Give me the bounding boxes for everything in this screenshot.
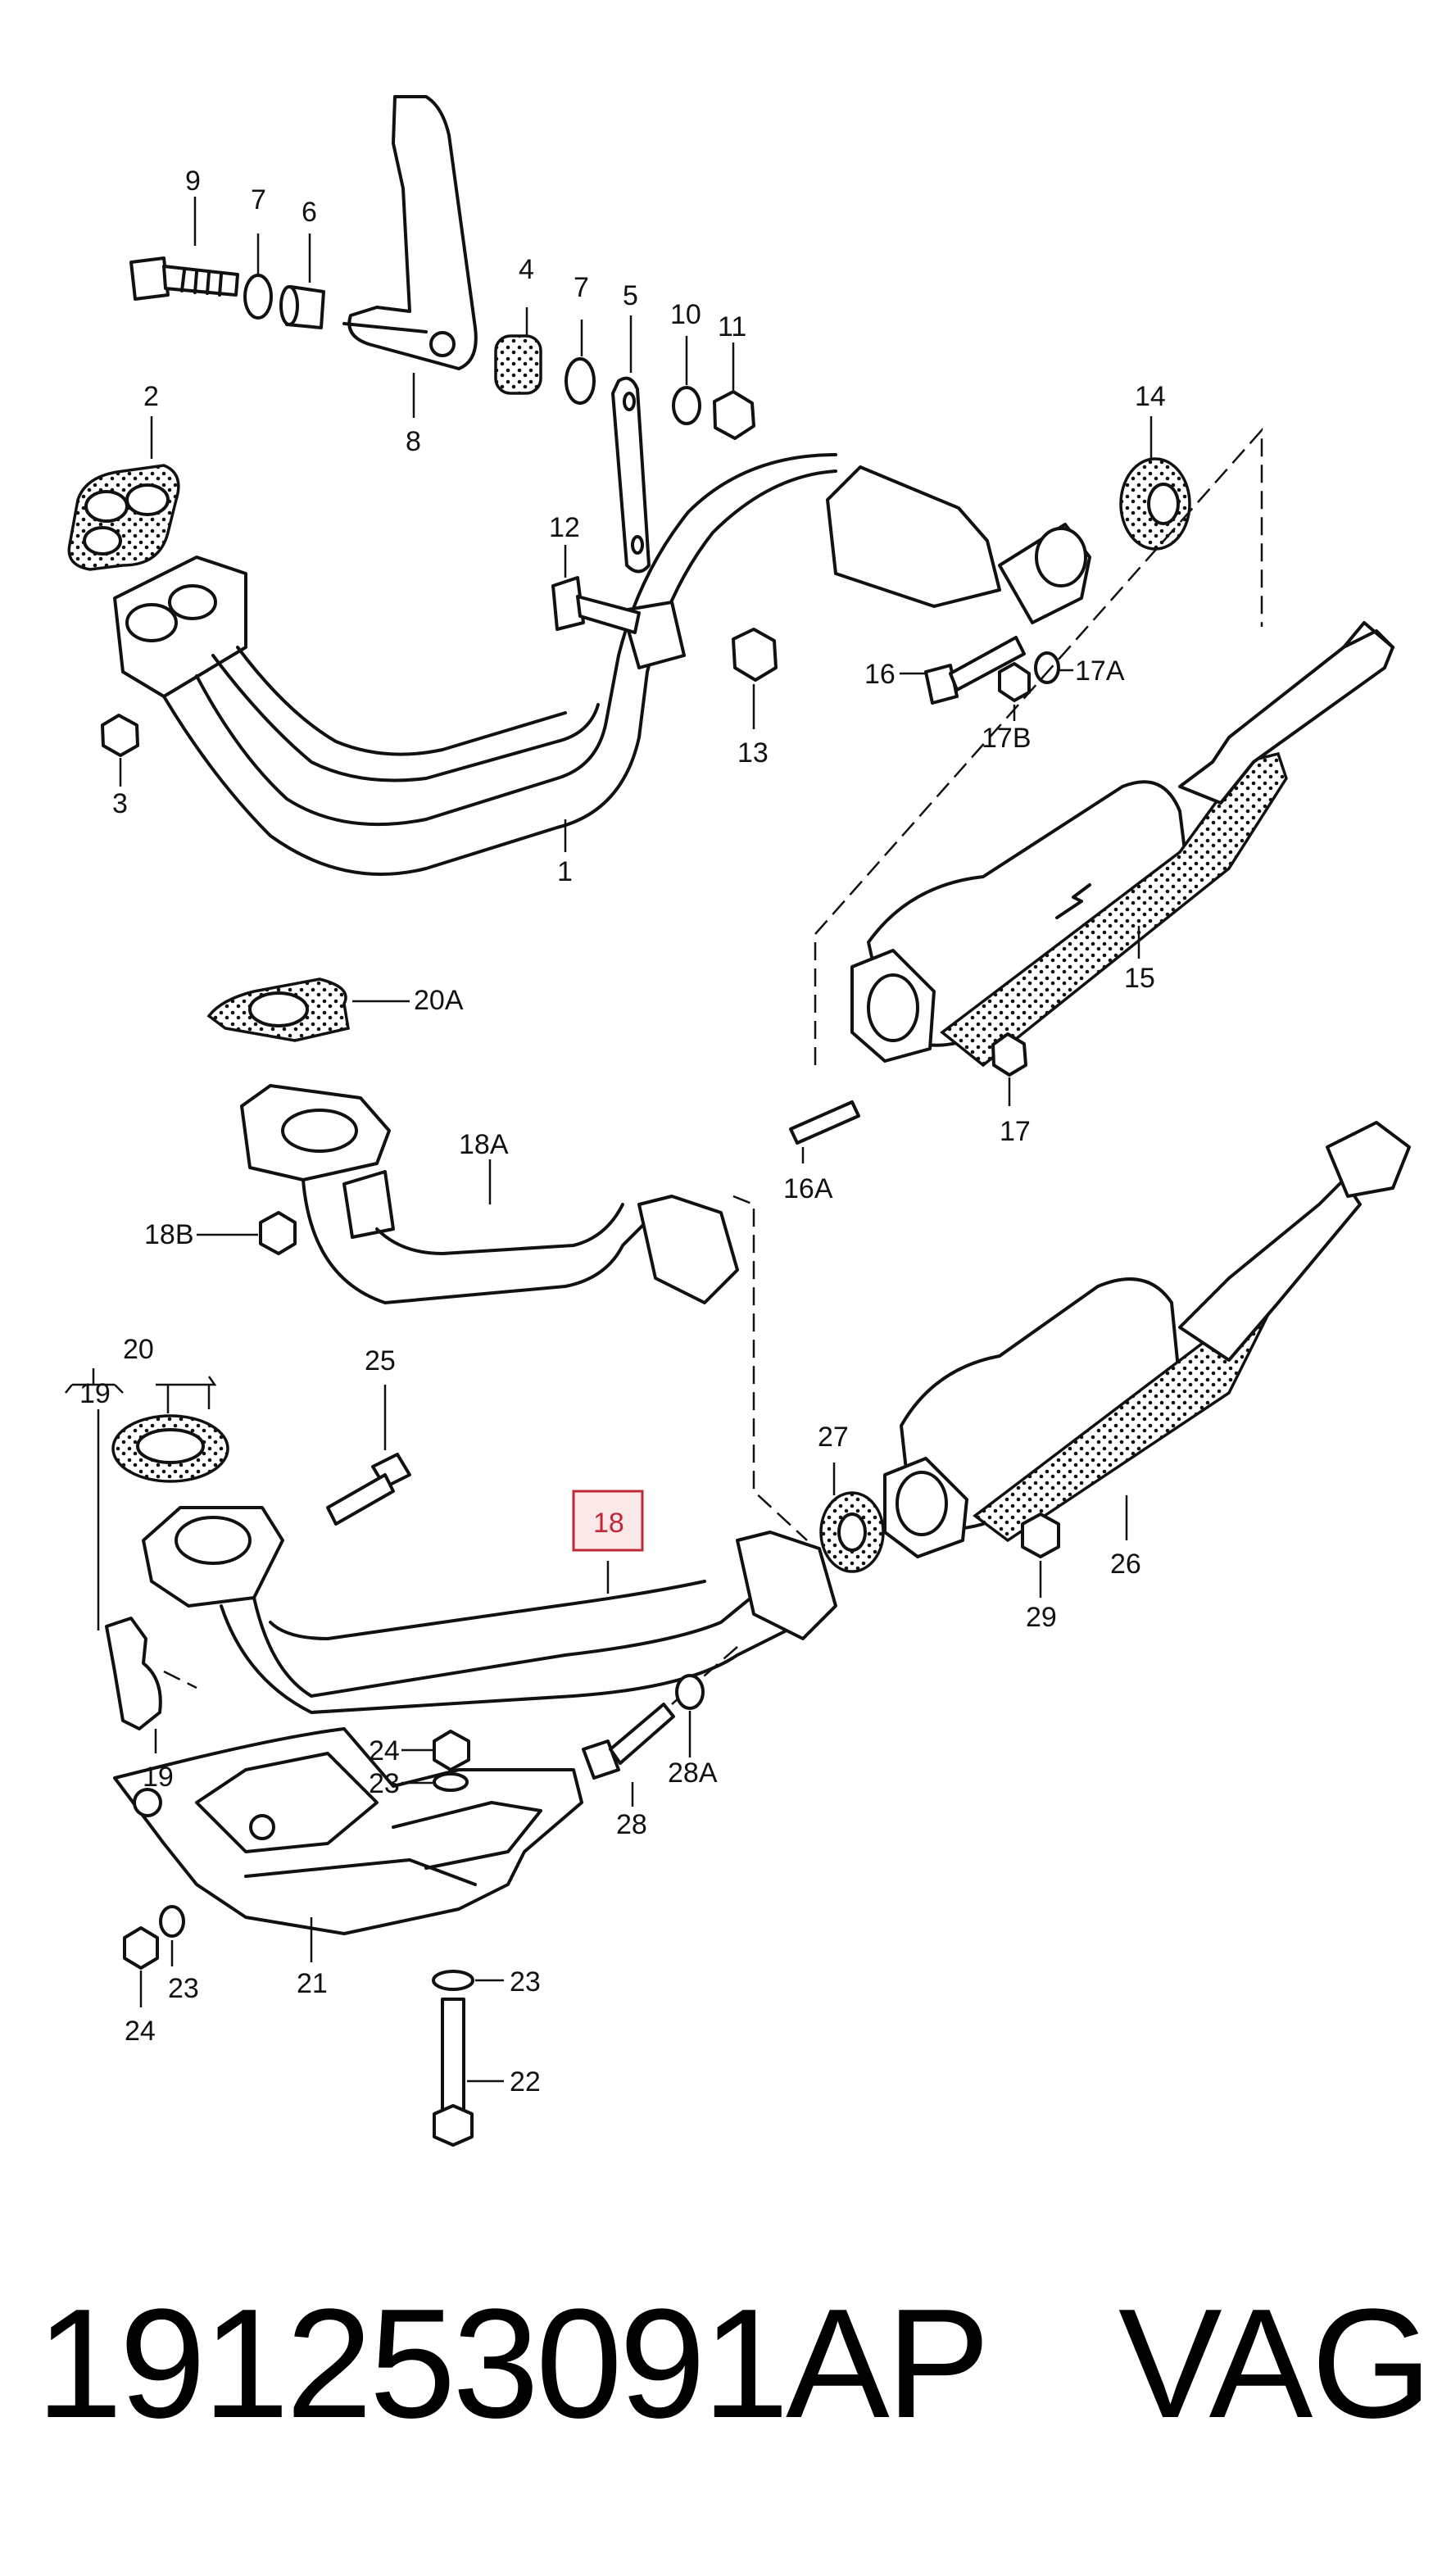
bolt-part-28 [582,1703,675,1780]
callout-6: 6 [302,197,317,228]
callout-23-left: 23 [168,1973,199,2004]
bracket-part-19 [105,1617,162,1730]
brand-name: VAG [1118,2277,1432,2451]
callout-2: 2 [143,381,159,412]
callout-18-highlight[interactable]: 18 [572,1490,644,1552]
catalytic-converter-part-15 [814,427,1394,1068]
washer-part-23-top [433,1772,469,1792]
callout-19-bottom: 19 [143,1762,174,1793]
front-pipe-part-18 [142,1506,837,1714]
callout-29: 29 [1026,1602,1057,1633]
callout-20a: 20A [414,985,464,1016]
callout-17: 17 [1000,1116,1031,1147]
callout-14: 14 [1135,381,1166,412]
callout-18b: 18B [144,1219,194,1250]
callout-5: 5 [623,280,638,311]
callout-9: 9 [185,166,201,197]
stud-part-16a [789,1100,860,1145]
rubber-bushing-part-4 [494,334,542,395]
callout-17b: 17B [982,723,1032,754]
nut-part-11 [713,390,755,440]
nut-part-13 [732,628,778,682]
callout-20: 20 [123,1334,154,1365]
part-number: 191253091AP [36,2277,990,2451]
nut-part-24-left [123,1926,159,1970]
strap-part-5 [611,376,651,574]
bolt-part-12 [551,576,641,634]
callout-22: 22 [510,2066,541,2098]
leader-lines [65,197,1153,2083]
nut-part-29 [1021,1512,1060,1558]
washer-part-23-bottom [432,1970,474,1991]
callout-25: 25 [365,1345,396,1376]
callout-16a: 16A [783,1173,833,1204]
front-exhaust-pipe-part-1 [113,453,837,876]
gasket-part-20 [111,1414,229,1483]
washer-part-7-right [565,357,596,405]
bracket-part-8 [342,95,478,370]
nut-part-17b [998,662,1031,702]
washer-part-28a [675,1674,705,1710]
callout-18a: 18A [459,1129,509,1160]
callout-26: 26 [1110,1549,1141,1580]
callout-17a: 17A [1075,655,1125,687]
callout-16: 16 [864,659,896,690]
callout-13: 13 [737,737,769,769]
rear-muffler-part-26 [883,1121,1411,1558]
callout-18: 18 [593,1508,624,1539]
callout-1: 1 [557,856,573,887]
washer-part-7-left [243,274,273,320]
washer-part-10 [672,386,701,425]
callout-24-left: 24 [125,2016,156,2047]
nut-part-17 [991,1032,1027,1077]
gasket-part-2 [67,464,180,571]
nut-part-3 [101,714,139,757]
callout-28a: 28A [668,1757,718,1789]
callout-7-right: 7 [574,272,589,303]
callout-10: 10 [670,299,701,330]
washer-part-23-left [159,1905,185,1938]
rubber-ring-part-14 [1119,457,1191,551]
callout-28: 28 [616,1809,647,1840]
front-pipe-part-18a [240,1084,739,1304]
callout-12: 12 [549,512,580,543]
callout-4: 4 [519,254,534,285]
callout-3: 3 [112,788,128,819]
callout-7-left: 7 [251,184,266,215]
front-catalyst-assembly [826,465,1091,624]
gasket-part-20a [206,977,350,1042]
exhaust-system-diagram: 9 7 6 4 7 5 10 11 8 2 14 12 16 17A 17B 1… [65,95,1411,2147]
bolt-part-16 [924,636,1026,705]
sleeve-part-6 [279,285,325,329]
callout-8: 8 [406,426,421,457]
callout-15: 15 [1124,963,1155,994]
callout-11: 11 [718,311,746,342]
callout-23-right: 23 [510,1966,541,1998]
callout-19-top: 19 [79,1378,111,1409]
callout-21: 21 [297,1968,328,1999]
bolt-part-9 [129,256,239,301]
bolt-part-22 [433,1998,474,2147]
callout-24-top: 24 [369,1735,400,1766]
heat-shield-part-21 [113,1727,583,1935]
rubber-ring-part-27 [819,1491,885,1573]
callout-23-top: 23 [369,1768,400,1799]
nut-part-18b [259,1211,297,1255]
bolt-part-25 [326,1453,411,1526]
nut-part-24-top [433,1730,470,1771]
callout-27: 27 [818,1422,849,1453]
washer-part-17a [1034,651,1060,684]
callout-labels: 9 7 6 4 7 5 10 11 8 2 14 12 16 17A 17B 1… [79,166,1166,2098]
